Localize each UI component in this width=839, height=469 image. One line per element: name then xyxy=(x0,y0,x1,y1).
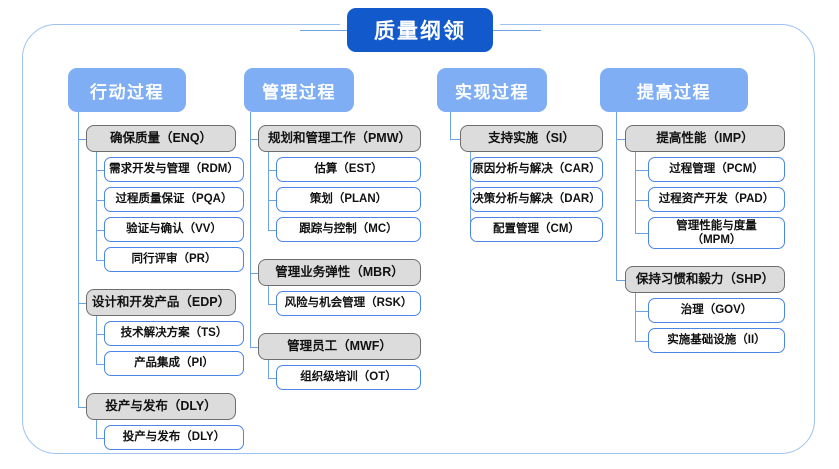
connector-column-spine xyxy=(450,112,452,139)
connector-leaf-stub xyxy=(268,169,276,171)
group-box-4-2[interactable]: 保持习惯和毅力（SHP） xyxy=(625,266,785,293)
connector-leaf-stub xyxy=(268,303,276,305)
connector-column-spine xyxy=(78,112,80,407)
connector-leaf-stub xyxy=(96,259,104,261)
leaf-box-3-1-2[interactable]: 决策分析与解决（DAR） xyxy=(470,187,603,212)
connector-leaf-stub xyxy=(268,199,276,201)
group-box-1-3[interactable]: 投产与发布（DLY） xyxy=(86,393,236,420)
connector-leaf-stub xyxy=(96,363,104,365)
leaf-box-2-1-2[interactable]: 策划（PLAN） xyxy=(276,187,421,212)
connector-child-spine xyxy=(96,316,98,364)
column-header-4: 提高过程 xyxy=(600,68,748,112)
connector-child-spine xyxy=(268,152,270,230)
leaf-box-2-2-1[interactable]: 风险与机会管理（RSK） xyxy=(276,291,421,316)
diagram-root-title: 质量纲领 xyxy=(347,8,493,52)
group-box-2-1[interactable]: 规划和管理工作（PMW） xyxy=(258,125,421,152)
connector-group-stub xyxy=(250,346,258,348)
connector-group-stub xyxy=(78,302,86,304)
leaf-box-4-2-1[interactable]: 治理（GOV） xyxy=(648,298,785,323)
connector-child-spine xyxy=(635,152,637,233)
connector-leaf-stub xyxy=(635,169,648,171)
connector-column-spine xyxy=(616,112,618,280)
connector-leaf-stub xyxy=(268,229,276,231)
connector-leaf-stub xyxy=(96,169,104,171)
connector-leaf-stub xyxy=(96,437,104,439)
leaf-box-3-1-1[interactable]: 原因分析与解决（CAR） xyxy=(470,157,603,182)
leaf-box-4-1-3[interactable]: 管理性能与度量（MPM） xyxy=(648,217,785,249)
leaf-box-2-1-3[interactable]: 跟踪与控制（MC） xyxy=(276,217,421,242)
connector-child-spine xyxy=(96,152,98,260)
connector-leaf-stub xyxy=(635,233,648,235)
leaf-box-1-3-1[interactable]: 投产与发布（DLY） xyxy=(104,425,244,450)
column-header-1: 行动过程 xyxy=(68,68,186,112)
connector-root-right xyxy=(493,30,541,32)
connector-child-spine xyxy=(96,420,98,438)
group-box-2-2[interactable]: 管理业务弹性（MBR） xyxy=(258,259,421,286)
group-box-2-3[interactable]: 管理员工（MWF） xyxy=(258,333,421,360)
leaf-box-1-2-2[interactable]: 产品集成（PI） xyxy=(104,351,244,376)
leaf-box-4-1-1[interactable]: 过程管理（PCM） xyxy=(648,157,785,182)
connector-root-left xyxy=(300,30,348,32)
leaf-box-1-2-1[interactable]: 技术解决方案（TS） xyxy=(104,321,244,346)
connector-child-spine xyxy=(268,286,270,304)
leaf-box-2-3-1[interactable]: 组织级培训（OT） xyxy=(276,365,421,390)
leaf-box-2-1-1[interactable]: 估算（EST） xyxy=(276,157,421,182)
connector-leaf-stub xyxy=(96,199,104,201)
leaf-box-4-1-2[interactable]: 过程资产开发（PAD） xyxy=(648,187,785,212)
connector-leaf-stub xyxy=(96,333,104,335)
connector-group-stub xyxy=(450,138,460,140)
group-box-4-1[interactable]: 提高性能（IMP） xyxy=(625,125,785,152)
connector-group-stub xyxy=(616,138,625,140)
connector-group-stub xyxy=(616,279,625,281)
connector-child-spine xyxy=(268,360,270,378)
connector-leaf-stub xyxy=(635,340,648,342)
connector-group-stub xyxy=(250,138,258,140)
leaf-box-1-1-2[interactable]: 过程质量保证（PQA） xyxy=(104,187,244,212)
leaf-box-4-2-2[interactable]: 实施基础设施（II） xyxy=(648,328,785,353)
connector-group-stub xyxy=(78,138,86,140)
connector-leaf-stub xyxy=(268,377,276,379)
column-header-3: 实现过程 xyxy=(437,68,547,112)
group-box-1-1[interactable]: 确保质量（ENQ） xyxy=(86,125,236,152)
leaf-box-1-1-4[interactable]: 同行评审（PR） xyxy=(104,247,244,272)
connector-leaf-stub xyxy=(635,310,648,312)
connector-group-stub xyxy=(250,272,258,274)
group-box-3-1[interactable]: 支持实施（SI） xyxy=(460,125,603,152)
connector-group-stub xyxy=(78,406,86,408)
leaf-box-1-1-1[interactable]: 需求开发与管理（RDM） xyxy=(104,157,244,182)
connector-leaf-stub xyxy=(96,229,104,231)
connector-child-spine xyxy=(635,293,637,341)
leaf-box-3-1-3[interactable]: 配置管理（CM） xyxy=(470,217,603,242)
group-box-1-2[interactable]: 设计和开发产品（EDP） xyxy=(86,289,236,316)
connector-column-spine xyxy=(250,112,252,347)
connector-leaf-stub xyxy=(635,199,648,201)
leaf-box-1-1-3[interactable]: 验证与确认（VV） xyxy=(104,217,244,242)
column-header-2: 管理过程 xyxy=(244,68,354,112)
